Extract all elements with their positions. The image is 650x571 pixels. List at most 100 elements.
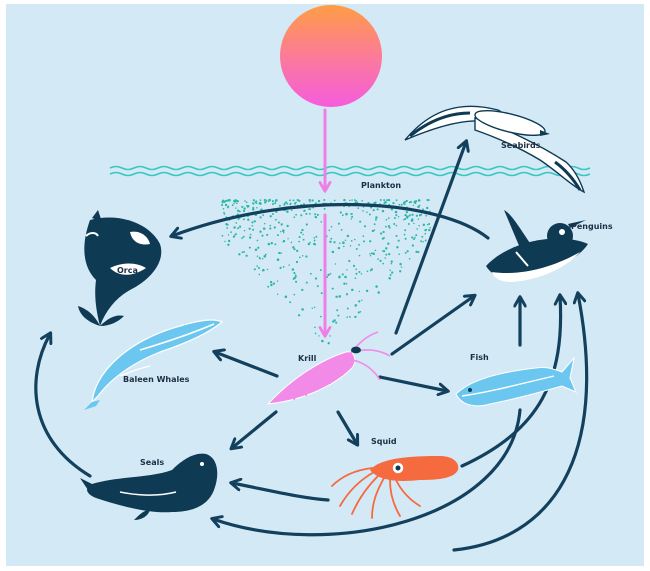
- plankton-dot: [343, 246, 345, 248]
- plankton-dot: [370, 255, 371, 256]
- plankton-dot: [388, 277, 391, 280]
- plankton-dot: [243, 207, 245, 209]
- plankton-dot: [349, 200, 351, 202]
- plankton-dot: [349, 316, 351, 318]
- plankton-dot: [354, 199, 356, 201]
- plankton-dot: [289, 199, 291, 201]
- plankton-dot: [380, 232, 382, 234]
- plankton-dot: [359, 255, 361, 257]
- plankton-dot: [303, 211, 304, 212]
- plankton-dot: [385, 254, 387, 256]
- plankton-dot: [260, 216, 262, 218]
- plankton-dot: [296, 261, 298, 263]
- plankton-dot: [416, 228, 418, 230]
- plankton-dot: [241, 251, 243, 253]
- plankton-dot: [306, 223, 308, 225]
- plankton-dot: [380, 199, 382, 201]
- plankton-dot: [236, 203, 238, 205]
- plankton-dot: [363, 240, 365, 242]
- plankton-dot: [414, 237, 416, 239]
- plankton-dot: [354, 316, 356, 318]
- plankton-dot: [342, 273, 344, 275]
- plankton-dot: [328, 342, 330, 344]
- plankton-dot: [351, 216, 353, 218]
- plankton-dot: [395, 214, 397, 216]
- plankton-dot: [371, 252, 373, 254]
- plankton-dot: [277, 280, 278, 281]
- plankton-dot: [315, 236, 317, 238]
- plankton-dot: [374, 223, 376, 225]
- plankton-dot: [309, 201, 311, 203]
- plankton-dot: [355, 268, 357, 270]
- plankton-dot: [428, 199, 430, 201]
- plankton-dot: [387, 243, 389, 245]
- plankton-dot: [357, 207, 359, 209]
- plankton-dot: [422, 208, 424, 210]
- plankton-dot: [233, 203, 235, 205]
- plankton-dot: [309, 213, 311, 215]
- plankton-dot: [317, 214, 319, 216]
- plankton-dot: [418, 225, 420, 227]
- plankton-dot: [330, 273, 332, 275]
- plankton-dot: [329, 241, 331, 243]
- plankton-dot: [364, 225, 366, 227]
- plankton-dot: [286, 210, 289, 213]
- plankton-dot: [232, 204, 234, 206]
- plankton-dot: [382, 210, 384, 212]
- plankton-dot: [346, 316, 348, 318]
- plankton-dot: [406, 215, 408, 217]
- arrow-krill-to-fish: [380, 377, 447, 391]
- plankton-dot: [429, 227, 431, 229]
- plankton-dot: [346, 293, 348, 295]
- plankton-dot: [408, 223, 410, 225]
- plankton-dot: [413, 223, 414, 224]
- plankton-dot: [289, 301, 291, 303]
- plankton-dot: [375, 250, 377, 252]
- plankton-dot: [404, 229, 406, 231]
- arrow-fish-to-seals: [213, 410, 520, 535]
- plankton-dot: [235, 207, 236, 208]
- plankton-dot: [375, 285, 378, 288]
- plankton-dot: [338, 223, 340, 225]
- plankton-dot: [275, 199, 277, 201]
- label-seals: Seals: [140, 458, 164, 467]
- plankton-dot: [384, 257, 386, 259]
- plankton-dot: [405, 252, 407, 254]
- plankton-dot: [415, 251, 417, 253]
- plankton-dot: [427, 224, 428, 225]
- plankton-dot: [361, 300, 362, 301]
- plankton-dot: [338, 295, 341, 298]
- arrow-krill-to-seals: [232, 412, 276, 448]
- plankton-dot: [356, 248, 358, 250]
- plankton-dot: [302, 255, 304, 256]
- plankton-dot: [252, 208, 254, 210]
- plankton-dot: [399, 270, 401, 272]
- plankton-dot: [353, 265, 355, 267]
- plankton-dot: [295, 274, 297, 276]
- plankton-dot: [256, 202, 258, 204]
- plankton-dot: [233, 235, 235, 237]
- plankton-dot: [249, 236, 251, 238]
- plankton-dot: [264, 201, 266, 203]
- plankton-dot: [270, 284, 272, 286]
- plankton-dot: [377, 208, 379, 210]
- plankton-dot: [264, 199, 266, 201]
- label-plankton: Plankton: [361, 181, 401, 190]
- plankton-dot: [362, 210, 364, 212]
- plankton-dot: [301, 289, 303, 291]
- plankton-dot: [255, 249, 258, 252]
- plankton-dot: [351, 240, 353, 242]
- plankton-dot: [339, 242, 341, 244]
- plankton-dot: [293, 277, 296, 280]
- plankton-dot: [259, 274, 261, 276]
- plankton-dot: [250, 234, 252, 236]
- plankton-dot: [222, 235, 224, 237]
- plankton-dot: [416, 215, 418, 217]
- plankton-dot: [273, 282, 275, 284]
- plankton-dot: [338, 247, 340, 249]
- plankton-dot: [398, 240, 400, 242]
- plankton-dot: [372, 230, 374, 232]
- plankton-dot: [335, 296, 337, 298]
- plankton-dot: [222, 204, 224, 206]
- plankton-dot: [266, 234, 268, 236]
